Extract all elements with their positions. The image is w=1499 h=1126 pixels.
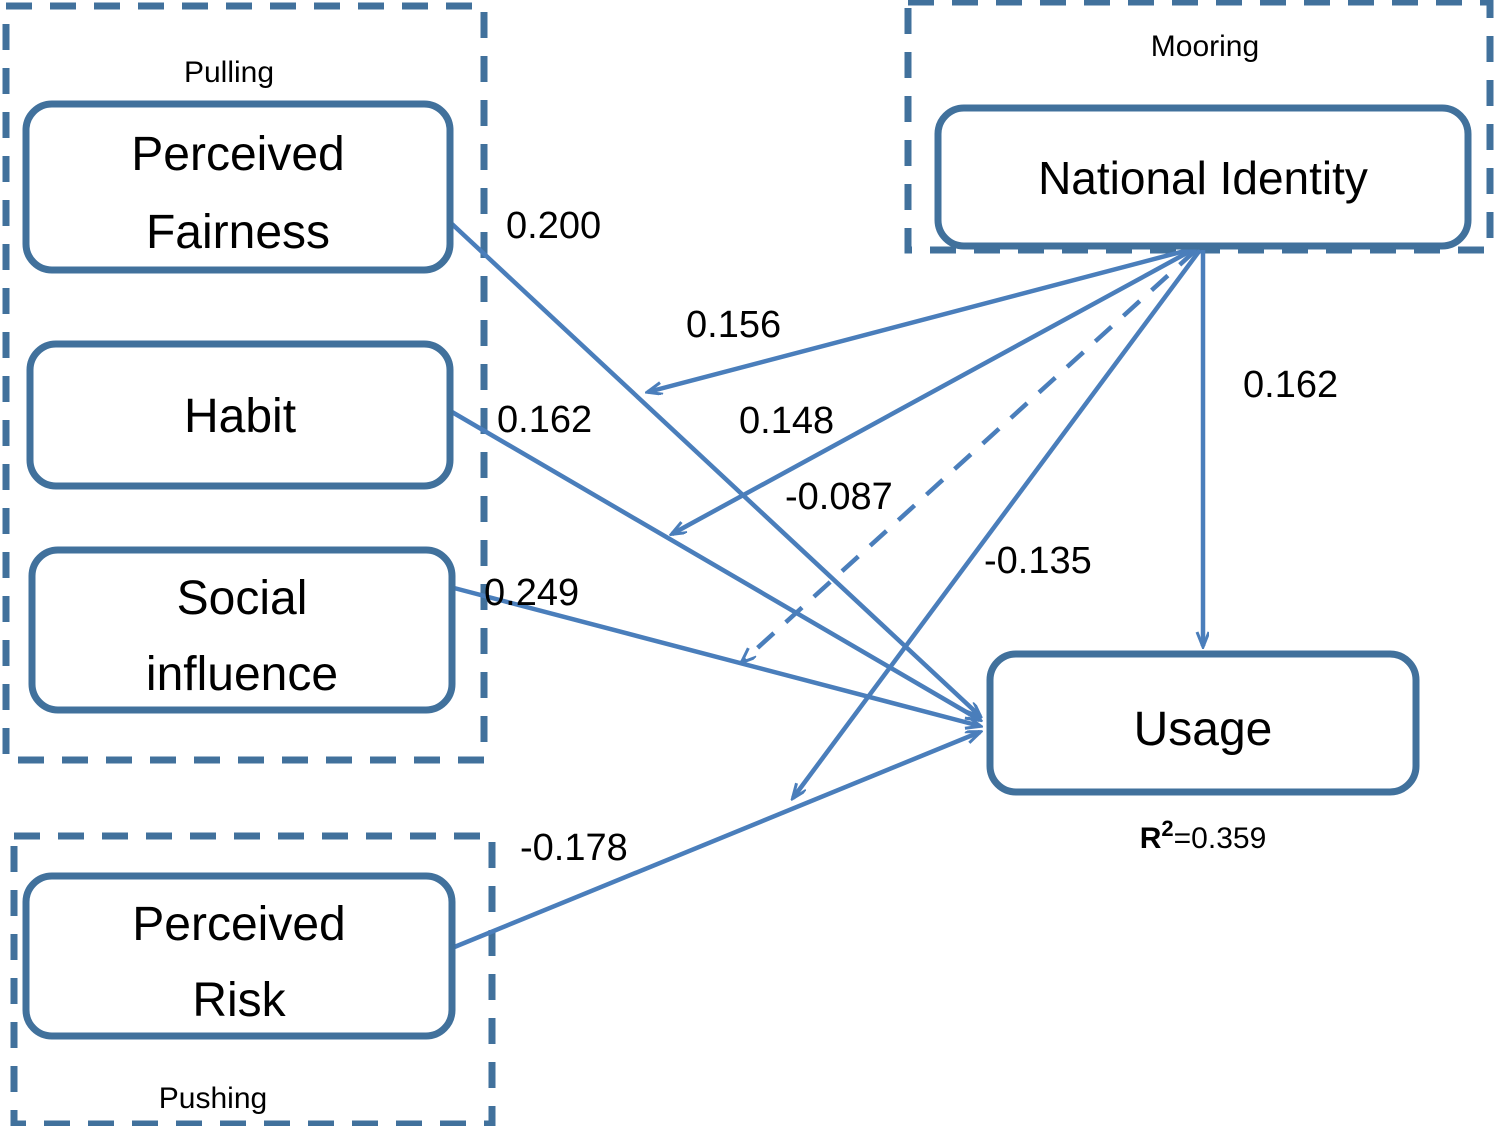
node-usage[interactable]: Usage <box>986 650 1420 796</box>
coefficient-risk-usage: -0.178 <box>520 827 628 869</box>
coefficient-identity-moderates-risk-usage: -0.135 <box>984 540 1092 582</box>
path-risk-usage <box>451 729 980 951</box>
r-squared-value: =0.359 <box>1174 822 1267 855</box>
node-label-national-identity: National Identity <box>1038 152 1368 204</box>
path-identity-habit <box>648 245 1197 392</box>
path-identity-moderates-risk-usage <box>793 248 1202 798</box>
node-label-risk-line1: Perceived <box>132 898 345 951</box>
node-perceived-fairness[interactable]: Perceived Fairness <box>22 100 454 274</box>
r-squared-exponent: 2 <box>1161 816 1173 841</box>
path-fairness-usage <box>450 222 980 716</box>
path-identity-social <box>672 246 1198 534</box>
node-label-fairness-line2: Fairness <box>146 206 330 259</box>
coefficient-habit-usage: 0.162 <box>497 399 592 441</box>
path-habit-usage <box>450 410 980 720</box>
coefficient-social-usage: 0.249 <box>484 572 579 614</box>
group-container-pushing: Pushing <box>10 832 496 1126</box>
node-label-social-line1: Social <box>177 572 308 625</box>
node-habit[interactable]: Habit <box>26 340 454 490</box>
usage-r-squared: R2=0.359 <box>1140 816 1267 856</box>
group-label-mooring: Mooring <box>1151 30 1259 63</box>
coefficient-identity-moderates-habit-usage: -0.087 <box>785 476 893 518</box>
node-national-identity[interactable]: National Identity <box>934 104 1472 250</box>
node-label-social-line2: influence <box>146 648 338 701</box>
group-label-pulling: Pulling <box>184 56 274 89</box>
coefficient-identity-habit: 0.156 <box>686 304 781 346</box>
node-label-fairness-line1: Perceived <box>131 128 344 181</box>
node-label-risk-line2: Risk <box>192 974 286 1027</box>
group-label-pushing: Pushing <box>159 1082 267 1115</box>
node-label-usage: Usage <box>1134 703 1273 756</box>
r-squared-symbol: R <box>1140 822 1162 855</box>
path-social-usage <box>453 585 980 726</box>
group-container-pulling: Pulling <box>2 2 488 764</box>
node-perceived-risk[interactable]: Perceived Risk <box>22 872 456 1040</box>
coefficient-identity-social: 0.148 <box>739 400 834 442</box>
coefficient-identity-usage: 0.162 <box>1243 364 1338 406</box>
node-social-influence[interactable]: Social influence <box>28 546 456 714</box>
coefficient-fairness-usage: 0.200 <box>506 205 601 247</box>
path-identity-moderates-habit-usage <box>742 248 1198 662</box>
node-label-habit: Habit <box>184 390 296 443</box>
